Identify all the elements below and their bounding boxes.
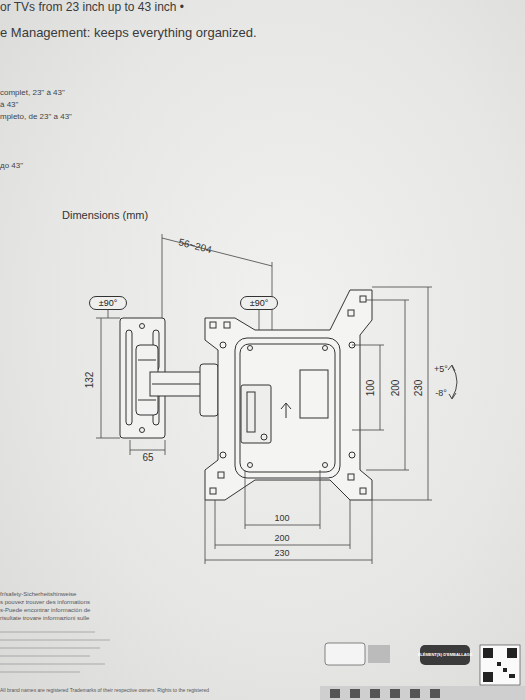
tilt-angle: +5° xyxy=(434,364,448,374)
spec-text: à 43" xyxy=(0,100,18,109)
recycle-badge xyxy=(325,643,365,665)
tilt-arrowheads xyxy=(448,365,456,399)
recycle-icon xyxy=(368,645,390,663)
dimension: 230 xyxy=(413,380,425,397)
dimension: 200 xyxy=(274,533,289,543)
rotation-angle: ±90° xyxy=(250,298,269,308)
spec-text: до 43" xyxy=(0,161,23,170)
dimension: 230 xyxy=(274,548,289,558)
fine-print: risultate trovare informazioni sulle xyxy=(0,615,89,622)
spec-text: complet, 23" à 43" xyxy=(0,88,65,97)
rotation-badge: ±90° xyxy=(240,296,278,310)
plate-window xyxy=(300,370,328,418)
bottom-icons xyxy=(330,689,440,698)
diagram-heading: Dimensions (mm) xyxy=(62,209,148,222)
dimension: 56~204 xyxy=(177,236,212,255)
dimension: 100 xyxy=(274,513,289,523)
slogan: or TVs from 23 inch up to 43 inch • xyxy=(0,1,184,15)
qr-modules xyxy=(483,648,517,682)
trademark-note: All brand names are registered Trademark… xyxy=(0,688,209,694)
dimension: 65 xyxy=(142,452,153,464)
dimension: 100 xyxy=(365,380,377,397)
wall-slot xyxy=(126,330,132,425)
feature-line: e Management: keeps everything organized… xyxy=(0,26,257,41)
icon-strip xyxy=(320,686,525,700)
hinge xyxy=(200,364,218,416)
dimension: 200 xyxy=(390,380,402,397)
fine-print: s pouvez trouver des informations xyxy=(0,599,90,606)
fine-print: s-Puede encontrar información de xyxy=(0,607,90,614)
mount-holes xyxy=(210,296,366,494)
up-arrow xyxy=(281,403,291,418)
spec-text: mpleto, de 23" a 43" xyxy=(0,112,72,121)
vesa-plate xyxy=(205,290,372,500)
fine-print-marks xyxy=(0,632,110,672)
packaging-badge-text: ÉLÉMENT(S) D'EMBALLAGE xyxy=(418,653,473,658)
tilt-bracket xyxy=(241,385,271,443)
qr-code xyxy=(480,645,520,685)
tilt-angle: -8° xyxy=(435,388,447,398)
rotation-badge: ±90° xyxy=(89,296,127,310)
fine-print: fr/safety-Sicherheitshinweise xyxy=(0,591,76,598)
plate-frame xyxy=(235,338,340,478)
dimension: 132 xyxy=(84,372,96,389)
rotation-angle: ±90° xyxy=(99,298,118,308)
dimension-lines xyxy=(96,234,432,564)
